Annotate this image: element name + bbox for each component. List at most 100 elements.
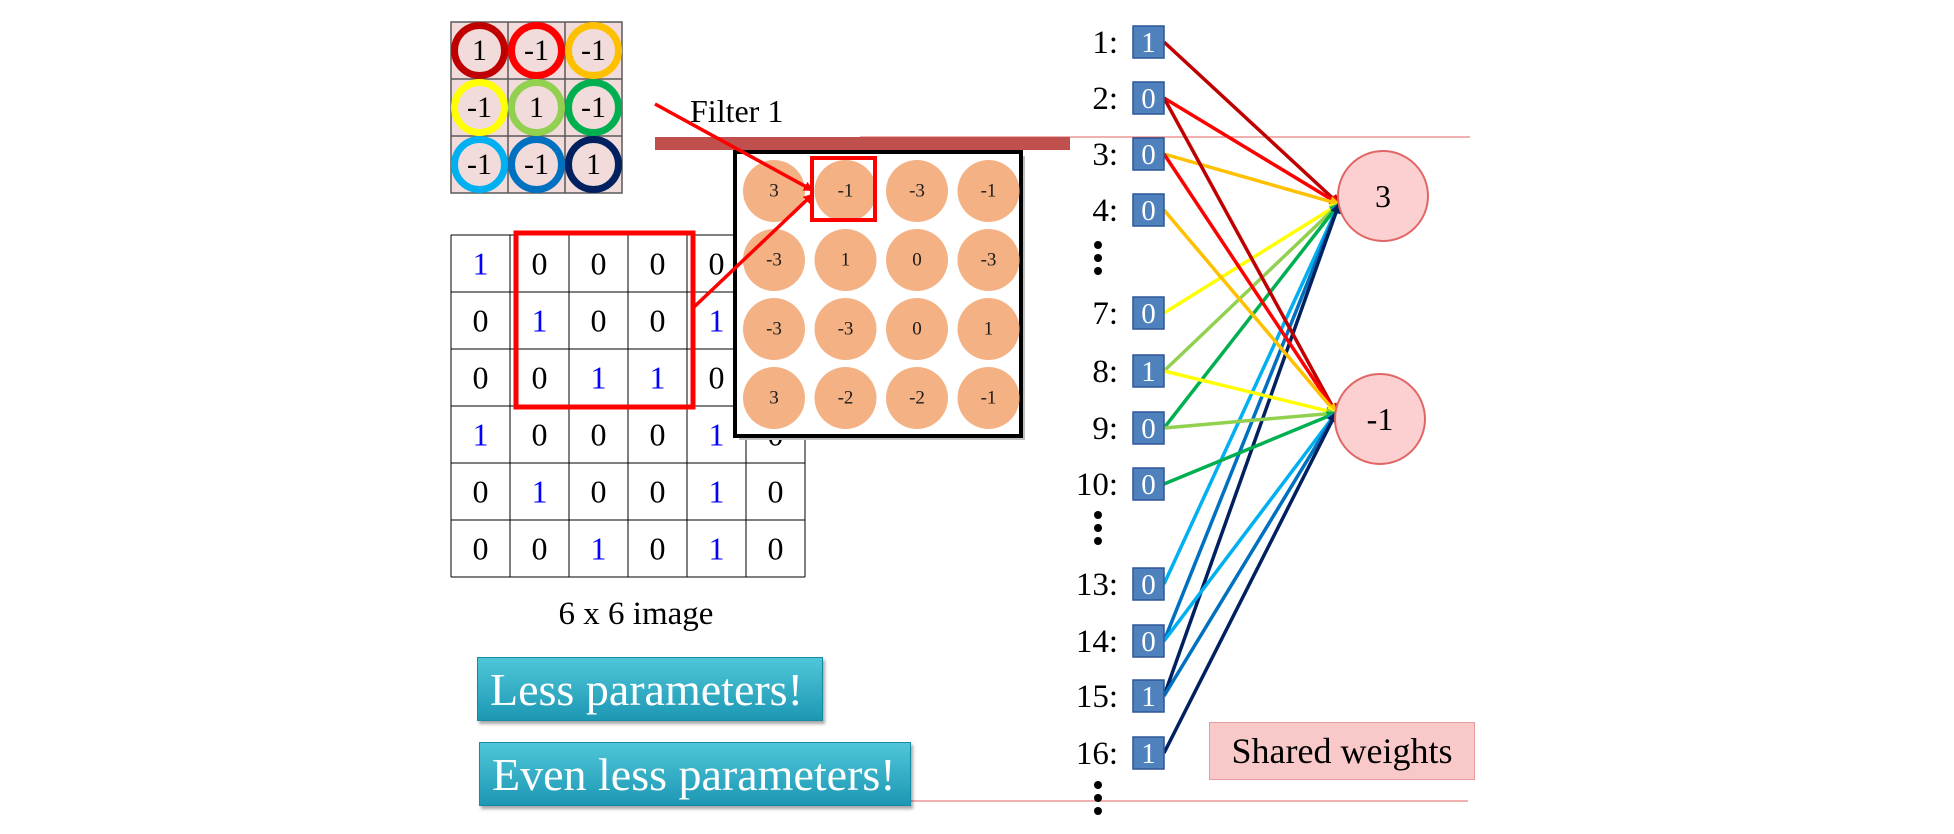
feature-value: -2 (838, 388, 854, 409)
feature-value-bubble (814, 298, 877, 360)
feature-value: -3 (981, 250, 997, 271)
image-pixel: 0 (473, 303, 489, 339)
input-index-label: 8: (1092, 354, 1118, 390)
weight-connection (1162, 208, 1338, 415)
feature-value: -1 (981, 388, 997, 409)
filter-weight-ring (451, 136, 508, 193)
ellipsis-dot (1094, 807, 1102, 815)
filter-background (450, 21, 623, 194)
ellipsis-dot (1094, 267, 1102, 275)
input-value: 0 (1141, 569, 1156, 601)
ellipsis-dot (1094, 511, 1102, 519)
filter-weight: -1 (467, 148, 492, 181)
input-value-box (1132, 567, 1165, 601)
output-neuron (1337, 150, 1429, 242)
feature-value-bubble (957, 160, 1020, 222)
output-neurons: 3 -1 (1334, 150, 1429, 465)
feature-value-bubble (743, 367, 805, 429)
ellipsis-dot (1094, 537, 1102, 545)
input-value-box (1132, 81, 1165, 115)
input-value-box (1132, 467, 1165, 501)
image-pixel: 1 (532, 474, 548, 510)
image-pixel: 1 (473, 417, 489, 453)
filter-weight: 1 (586, 148, 601, 181)
image-pixel: 1 (473, 246, 489, 282)
ellipsis-dot (1094, 794, 1102, 802)
image-pixel: 0 (709, 246, 725, 282)
feature-value: 0 (912, 319, 922, 340)
image-pixel: 1 (709, 417, 725, 453)
filter-weight-ring (565, 136, 622, 193)
feature-value: 1 (984, 319, 994, 340)
input-index-label: 9: (1092, 411, 1118, 447)
output-neuron-value: 3 (1375, 178, 1391, 214)
input-index-label: 13: (1076, 567, 1118, 603)
image-pixel: 0 (473, 531, 489, 567)
weight-connection (1162, 411, 1338, 643)
image-pixel: 0 (709, 360, 725, 396)
ellipsis-dot (1094, 524, 1102, 532)
filter-to-map-arrow (654, 102, 814, 192)
input-value-box (1132, 354, 1165, 388)
image-pixel: 0 (591, 474, 607, 510)
feature-value-bubble (814, 160, 877, 222)
image-pixel: 0 (650, 246, 666, 282)
filter-bar (655, 137, 1070, 150)
feature-value-bubble (957, 229, 1020, 291)
shared-weights-label: Shared weights (1209, 722, 1475, 780)
image-pixel: 0 (650, 417, 666, 453)
less-parameters-callout: Less parameters! (477, 657, 823, 721)
image-pixel: 1 (650, 360, 666, 396)
weight-connection (1162, 202, 1342, 697)
input-value: 1 (1141, 738, 1156, 770)
feature-value-bubble (814, 367, 877, 429)
feature-value: -1 (981, 181, 997, 202)
image-pixel: 0 (650, 531, 666, 567)
filter-weight: -1 (467, 91, 492, 124)
feature-value-bubble (743, 298, 805, 360)
image-pixel: 1 (591, 531, 607, 567)
image-pixel: 0 (768, 474, 784, 510)
weight-connection (1162, 97, 1338, 415)
image-pixel: 1 (532, 303, 548, 339)
image-pixel: 1 (709, 303, 725, 339)
weight-connection (1162, 411, 1338, 754)
image-pixel: 0 (768, 531, 784, 567)
image-pixel: 1 (709, 531, 725, 567)
input-index-label: 10: (1076, 467, 1118, 503)
feature-value-bubble (886, 229, 948, 291)
input-value-box (1132, 296, 1165, 330)
input-column: 1:12:03:04:07:08:19:010:013:014:015:116:… (1076, 25, 1165, 772)
input-value-box (1132, 624, 1165, 658)
filter-weight: 1 (529, 91, 544, 124)
input-index-label: 15: (1076, 679, 1118, 715)
output-neuron-value: -1 (1367, 401, 1394, 437)
input-value: 1 (1141, 27, 1156, 59)
image-pixel: 0 (532, 246, 548, 282)
input-index-label: 2: (1092, 81, 1118, 117)
image-pixel: 0 (591, 417, 607, 453)
filter-label: Filter 1 (690, 93, 783, 129)
feature-value-bubble (814, 229, 877, 291)
input-value-box (1132, 137, 1165, 171)
image-pixel: 0 (650, 474, 666, 510)
weight-connection (1162, 202, 1341, 642)
input-index-label: 16: (1076, 736, 1118, 772)
input-value: 1 (1141, 681, 1156, 713)
weight-connection (1162, 411, 1338, 697)
image-pixel: 0 (473, 360, 489, 396)
filter-weight-ring (565, 22, 622, 79)
feature-value: 3 (769, 388, 779, 409)
feature-value: 3 (769, 181, 779, 202)
image-pixel: 0 (591, 303, 607, 339)
feature-value-bubble (886, 160, 948, 222)
output-neuron (1334, 373, 1426, 465)
image-pixel: 0 (473, 474, 489, 510)
feature-value: 0 (912, 250, 922, 271)
weight-connection (1163, 411, 1338, 486)
image-pixel: 1 (709, 474, 725, 510)
input-index-label: 7: (1092, 296, 1118, 332)
image-caption: 6 x 6 image (559, 596, 714, 632)
filter-weight-ring (508, 22, 565, 79)
input-value-box (1132, 193, 1165, 227)
